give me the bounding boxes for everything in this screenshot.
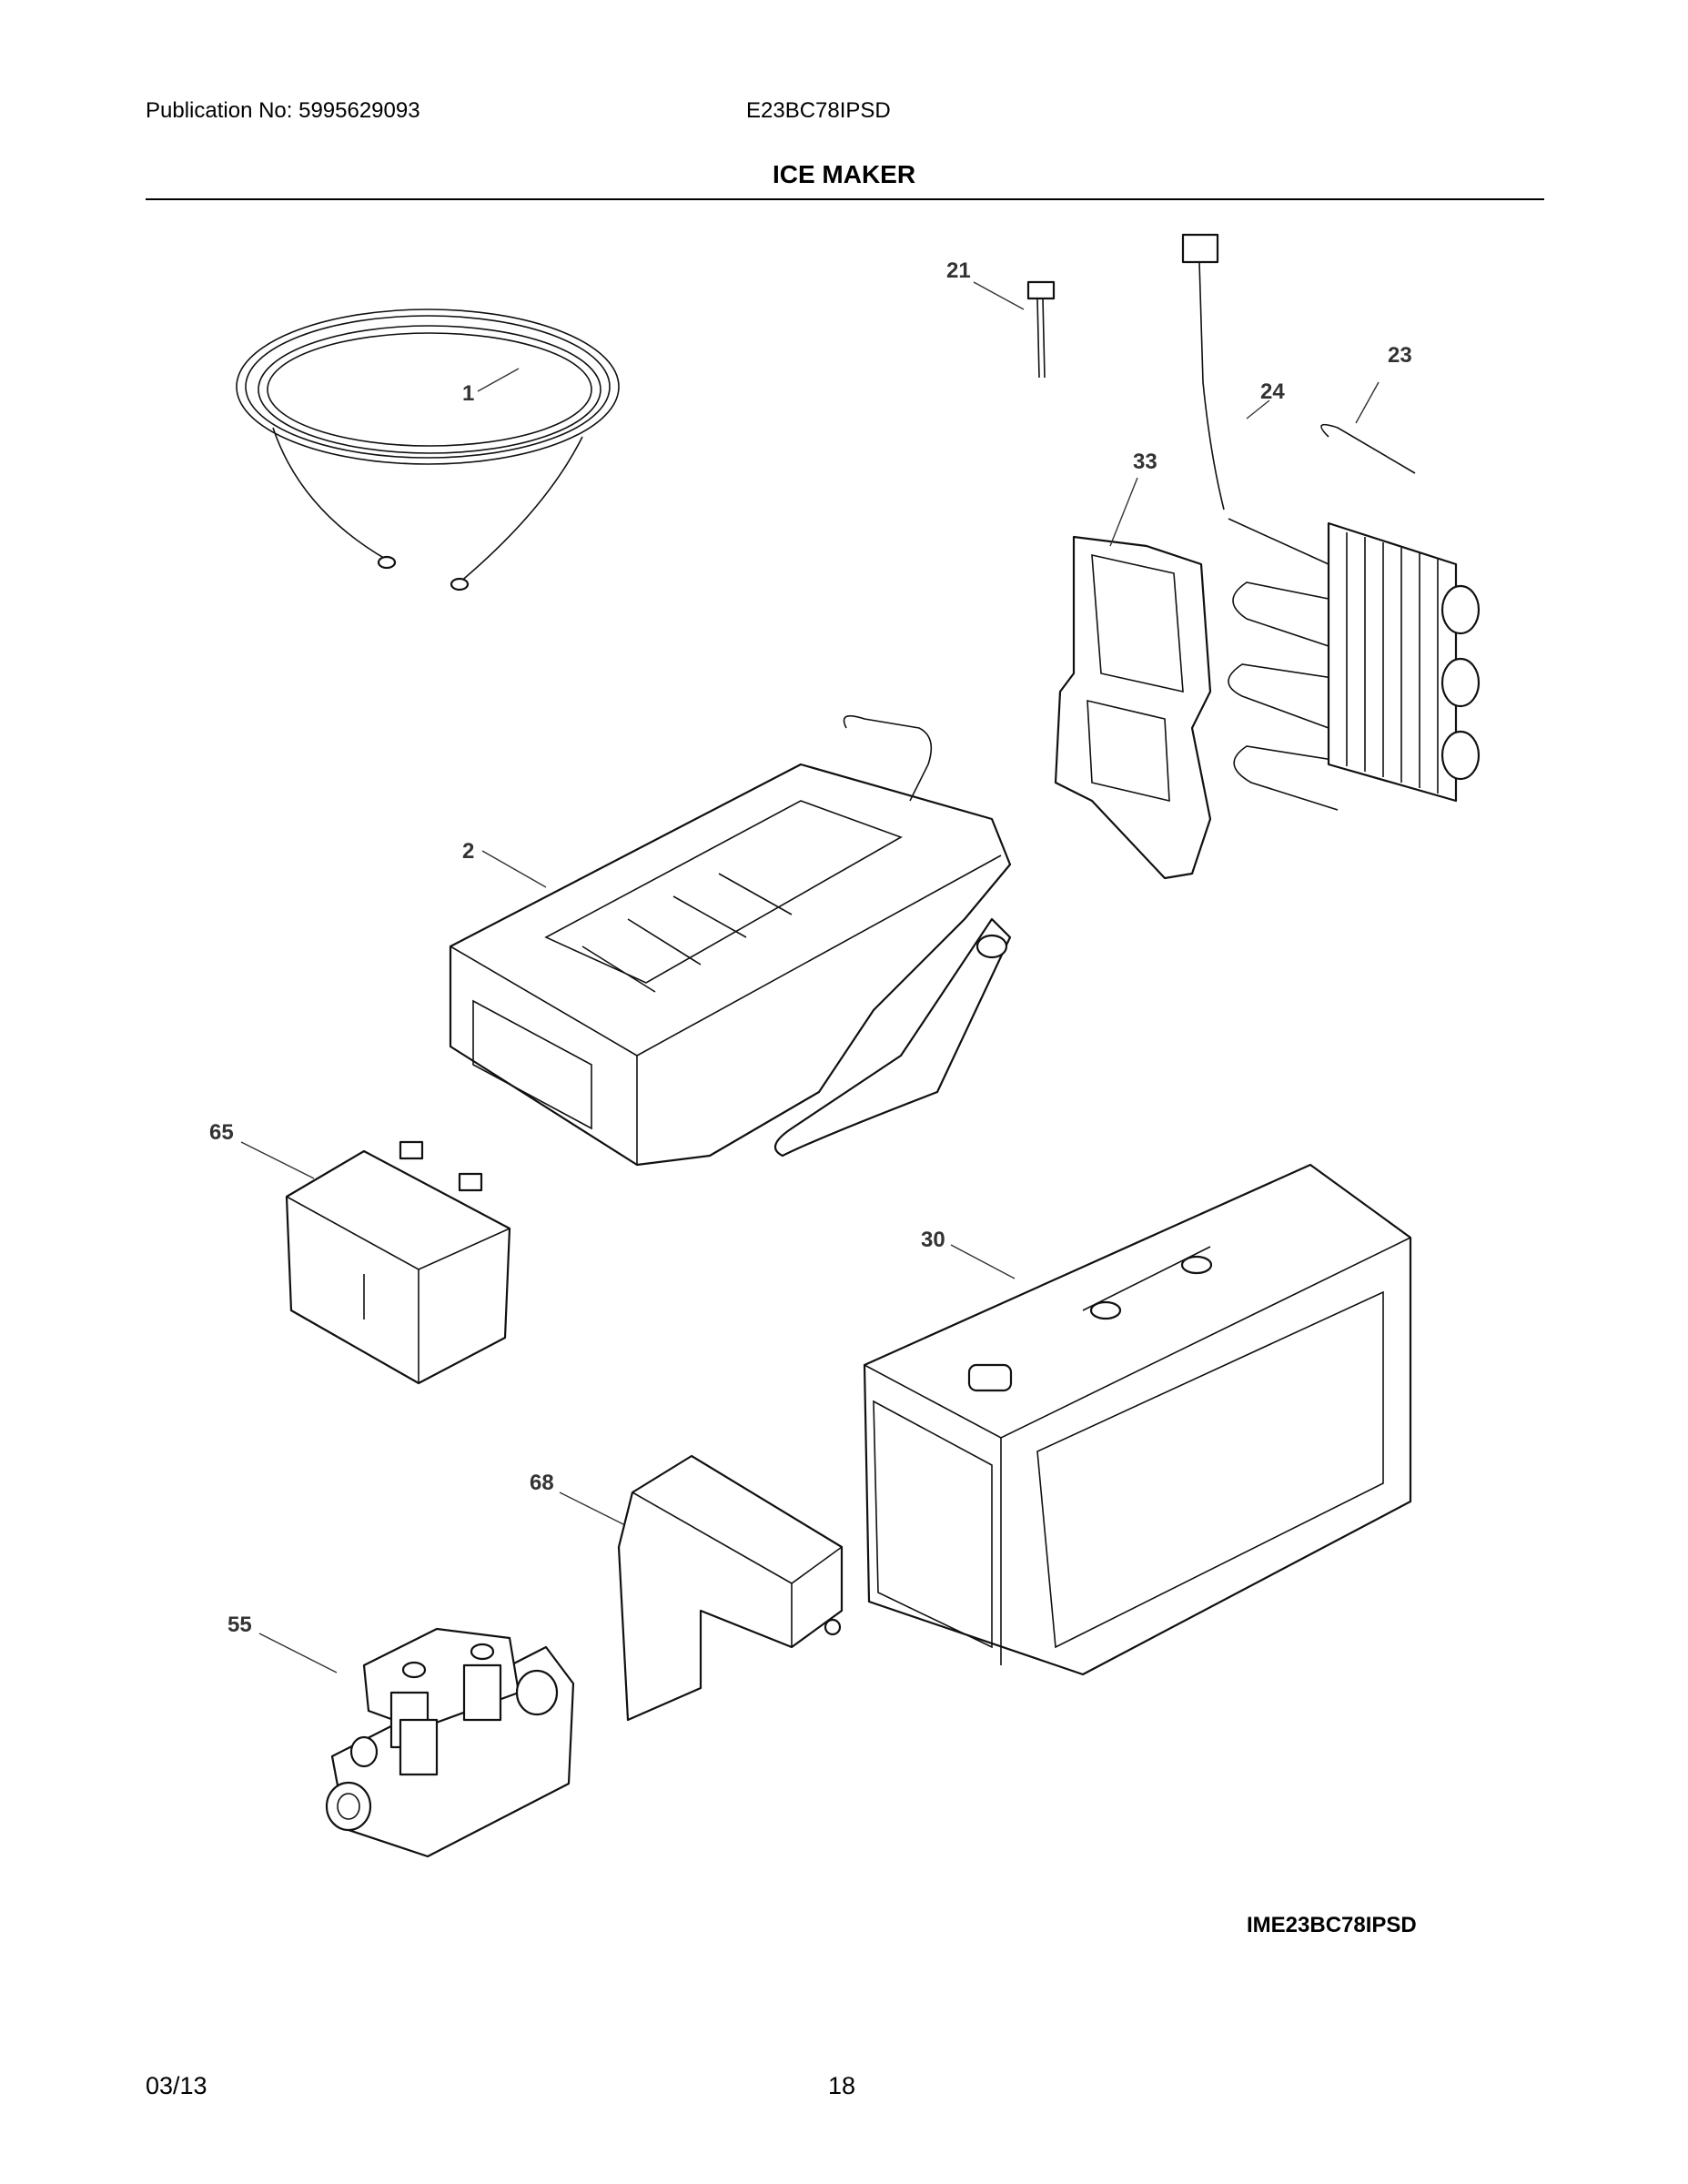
evaporator-icon: 23 [1228, 343, 1481, 811]
chute-cover-icon: 68 [530, 1454, 844, 1722]
small-bin-icon: 65 [209, 1120, 511, 1385]
drawing-identifier: IME23BC78IPSD [1247, 1913, 1417, 1937]
callout-30: 30 [921, 1228, 945, 1252]
model-number: E23BC78IPSD [746, 98, 891, 123]
heater-harness-icon: 24 [1181, 233, 1285, 511]
ice-bucket-housing-icon: 30 [863, 1163, 1412, 1676]
publication-number: Publication No: 5995629093 [146, 98, 420, 123]
callout-33: 33 [1133, 450, 1157, 474]
callout-21: 21 [946, 258, 971, 283]
callout-65: 65 [209, 1120, 234, 1145]
callout-68: 68 [530, 1471, 554, 1495]
thermistor-icon: 21 [946, 258, 1056, 379]
callout-23: 23 [1388, 343, 1412, 368]
callout-2: 2 [462, 839, 474, 864]
header-divider [146, 198, 1544, 200]
tubing-coil-icon: 1 [236, 308, 620, 592]
callout-24: 24 [1260, 379, 1285, 404]
ice-maker-assembly-icon: 2 [449, 714, 1012, 1167]
page-title: ICE MAKER [772, 160, 916, 188]
water-valve-icon: 55 [227, 1613, 575, 1858]
callout-55: 55 [227, 1613, 252, 1637]
callout-1: 1 [462, 381, 474, 406]
fill-cup-bracket-icon: 33 [1054, 450, 1212, 880]
publication-date: 03/13 [146, 2072, 207, 2099]
page-number: 18 [828, 2072, 856, 2099]
